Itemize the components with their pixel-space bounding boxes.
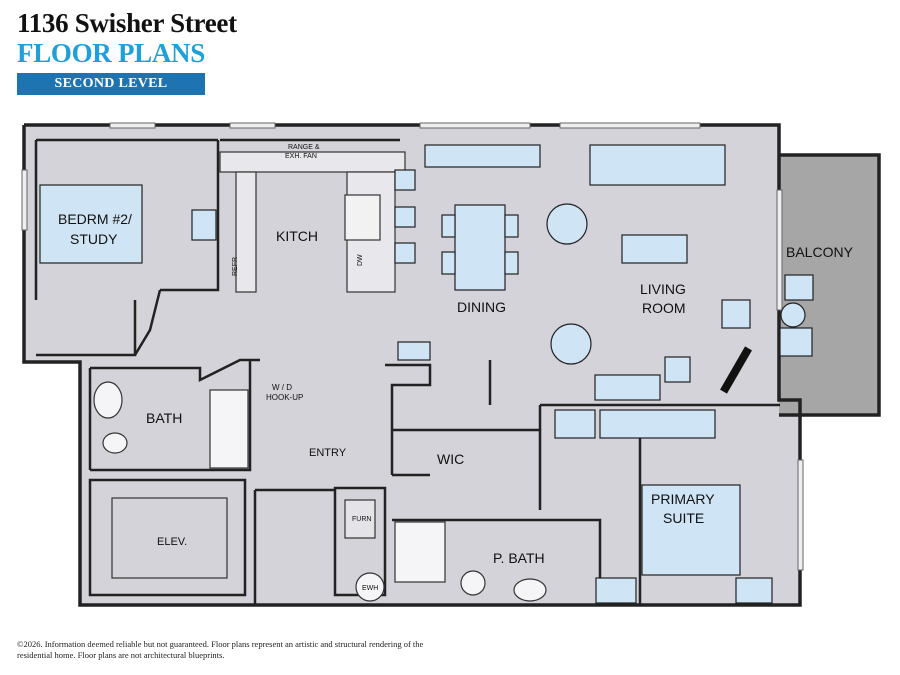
chair-d2 [441, 251, 456, 275]
balcony-chair-1 [784, 274, 814, 301]
chair-d4 [504, 251, 519, 275]
armchair-2 [550, 323, 592, 365]
label-wic: WIC [437, 451, 464, 467]
floor-plans-subtitle: FLOOR PLANS [17, 38, 205, 68]
kitchen-counter [219, 151, 406, 293]
balcony-table [780, 302, 806, 328]
bed-secondary [39, 184, 143, 264]
chair-lr [721, 299, 751, 329]
balcony-chair-2 [779, 327, 813, 357]
nightstand-left [595, 577, 637, 604]
label-ewh: EWH [362, 585, 378, 592]
label-dw: DW [357, 254, 364, 266]
console [594, 374, 661, 401]
label-bedroom2-line1: BEDRM #2/ [58, 211, 132, 227]
chair-d3 [504, 214, 519, 238]
dining-table [454, 204, 506, 291]
nightstand-right [735, 577, 773, 604]
label-living-line1: LIVING [640, 281, 686, 297]
label-pbath: P. BATH [493, 550, 545, 566]
address-title: 1136 Swisher Street [17, 8, 237, 38]
end-table-1 [664, 356, 691, 383]
bench-left [554, 409, 596, 439]
dresser [599, 409, 716, 439]
bed-primary [641, 484, 741, 576]
label-elevator: ELEV. [157, 536, 187, 548]
fixture-labels: RANGE & EXH. FAN W / D HOOK-UP REFR DW F… [232, 144, 378, 592]
label-bath: BATH [146, 410, 182, 426]
label-dining: DINING [457, 299, 506, 315]
level-badge: SECOND LEVEL [17, 73, 205, 95]
tv [720, 346, 752, 394]
stool-3 [394, 242, 416, 264]
label-living-line2: ROOM [642, 300, 686, 316]
counter-table [424, 144, 541, 168]
coffee-table [621, 234, 688, 264]
stool-1 [394, 169, 416, 191]
room-labels: BEDRM #2/ STUDY KITCH DINING LIVING ROOM… [58, 211, 854, 566]
stool-2 [394, 206, 416, 228]
label-refr: REFR [232, 257, 239, 276]
label-kitchen: KITCH [276, 228, 318, 244]
armchair-1 [546, 203, 588, 245]
bath-fixtures [93, 381, 547, 602]
label-primary-line1: PRIMARY [651, 491, 715, 507]
label-entry: ENTRY [309, 447, 347, 459]
desk [191, 209, 217, 241]
small-table [397, 341, 431, 361]
label-range-line1: RANGE & [288, 144, 320, 151]
sofa [589, 144, 726, 186]
label-furn: FURN [352, 516, 371, 523]
furniture [39, 144, 814, 604]
label-bedroom2-line2: STUDY [70, 231, 118, 247]
interior-walls [34, 138, 780, 605]
windows [21, 122, 804, 571]
label-range-line2: EXH. FAN [285, 153, 317, 160]
label-balcony: BALCONY [786, 244, 854, 260]
chair-d1 [441, 214, 456, 238]
label-wd-line1: W / D [272, 383, 292, 392]
label-wd-line2: HOOK-UP [266, 393, 303, 402]
disclaimer: ©2026. Information deemed reliable but n… [17, 639, 424, 660]
label-primary-line2: SUITE [663, 510, 704, 526]
